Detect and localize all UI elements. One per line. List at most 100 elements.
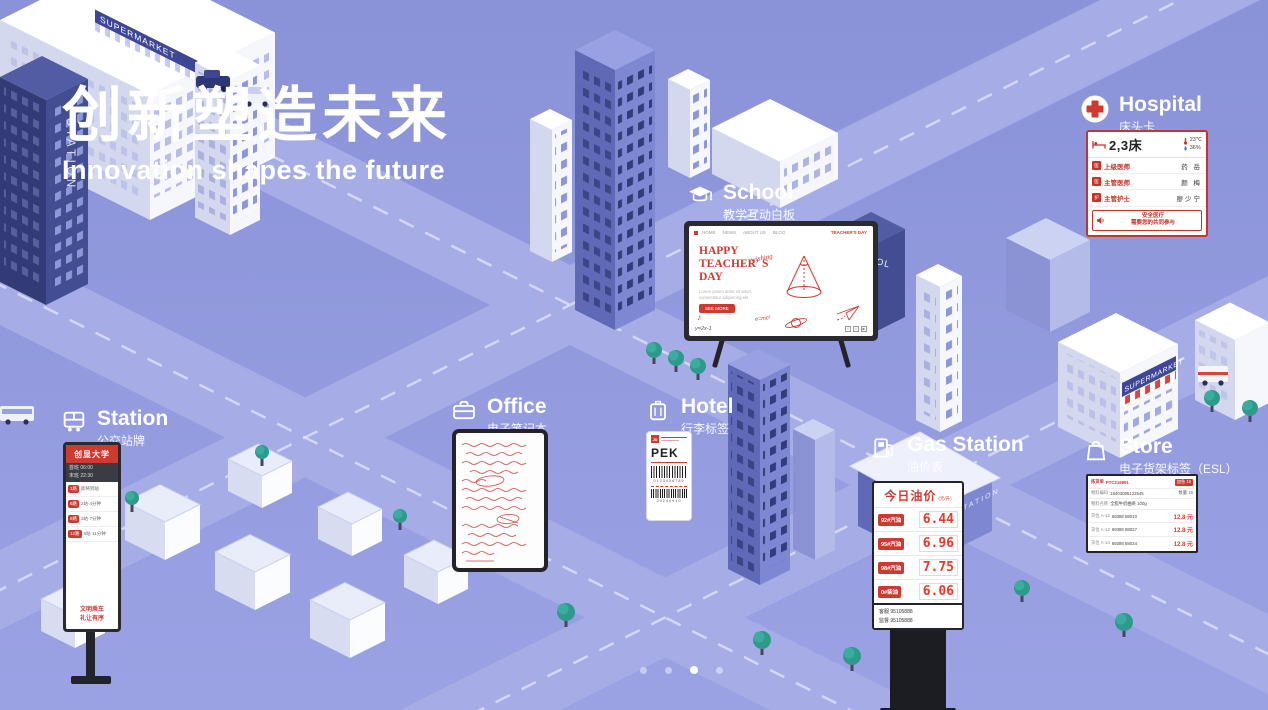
fuel-type-badge: 92#汽油 <box>878 513 905 526</box>
whiteboard-logo <box>694 231 698 235</box>
carousel-dot-4[interactable] <box>716 666 723 674</box>
bus-route-eta: 即将到站 <box>81 486 100 491</box>
esl-value: 16403085122545 <box>1110 490 1144 496</box>
formula-doodle: y=2x-1 <box>695 326 712 332</box>
gas-contact-line2: 监督 95105888 <box>879 617 913 624</box>
carousel-dot-3[interactable] <box>690 666 698 674</box>
esl-label: 货位 A-13 <box>1091 526 1110 532</box>
trees <box>125 342 1258 671</box>
nav-item: ABOUT US <box>743 230 766 235</box>
bus-first-time: 首班 06:00 <box>69 465 93 471</box>
fuel-price: 6.96 <box>918 535 958 552</box>
bus-stop-title: 创显大学 <box>66 445 118 463</box>
e-notebook-device <box>452 429 548 572</box>
social-icon: ▶ <box>861 326 867 332</box>
humidity-value: 36% <box>1189 144 1201 151</box>
esl-price: 12.8 元 <box>1173 541 1193 548</box>
tag-barcode-2 <box>651 489 687 499</box>
bed-icon <box>1092 140 1106 148</box>
callout-gas-sub: 油价表 <box>907 460 944 475</box>
e-notebook-screen <box>456 433 544 568</box>
staff-name: 药 岳 <box>1181 163 1202 171</box>
fuel-type-badge: 98#汽油 <box>878 561 905 574</box>
page-title: 创新塑造未来 <box>62 82 452 149</box>
nav-item: HOME <box>702 230 716 235</box>
title-line1: HAPPY <box>699 245 739 257</box>
thermometer-icon <box>1184 137 1188 145</box>
music-note-doodle: ♪ <box>697 312 702 322</box>
humidity-icon <box>1184 146 1187 151</box>
formula2-doodle: e=mc² <box>754 315 771 323</box>
bus-stop-footer: 文明乘车 礼让有序 <box>66 603 118 629</box>
bus-route-eta: 3站·7分钟 <box>81 516 102 521</box>
gas-board-header: 今日油价 (元/升) <box>874 483 962 507</box>
tag-header-lines <box>661 435 687 443</box>
bus-footer-line2: 礼让有序 <box>79 616 104 622</box>
bedcard-row: 医上级医师药 岳 <box>1088 158 1206 175</box>
callout-hospital-name: Hospital <box>1119 93 1202 116</box>
whiteboard-nav: HOME NEWS ABOUT US BLOG <box>702 230 785 235</box>
bedcard-row: 护主管护士廖少宁 <box>1088 190 1206 207</box>
esl-value: 69388 88010 <box>1111 513 1137 519</box>
esl-label: 货位 A-14 <box>1091 540 1110 546</box>
shopping-bag-icon <box>1082 436 1110 464</box>
staff-tag: 护 <box>1092 193 1101 203</box>
page-subtitle: Innovation shapes the future <box>62 155 446 185</box>
tag-number-2: 20240910 <box>656 499 682 504</box>
esl-value: PTC216891 <box>1105 479 1129 485</box>
temperature-value: 23℃ <box>1189 136 1202 143</box>
esl-price: 12.8 元 <box>1173 514 1193 521</box>
staff-role: 主管护士 <box>1104 195 1130 203</box>
esl-urgent-badge: 加急 15 <box>1174 478 1193 486</box>
bedcard-notice-text: 安全医疗 需要您的共同参与 <box>1108 213 1198 228</box>
callout-station-name: Station <box>97 407 169 430</box>
bus-route-badge: 12路 <box>68 530 82 538</box>
suitcase-icon <box>644 396 672 424</box>
staff-name: 颜 梅 <box>1181 179 1202 187</box>
esl-label: 物料编码 <box>1091 490 1109 496</box>
tag-divider <box>651 486 687 488</box>
bus-route-row: 1路即将到站 <box>66 482 118 497</box>
fuel-price: 7.75 <box>918 559 958 576</box>
tag-logo: JD <box>651 435 659 443</box>
gas-board-unit: (元/升) <box>938 496 952 501</box>
interactive-whiteboard-device: HOME NEWS ABOUT US BLOG TEACHER'S DAY HA… <box>684 221 878 341</box>
carousel-dots <box>640 666 723 674</box>
gas-board-base <box>880 708 956 710</box>
gas-price-row: 98#汽油 7.75 <box>874 555 962 579</box>
title-line2: TEACHER' S <box>699 257 769 270</box>
graduation-cap-icon <box>686 182 714 210</box>
notice-line2: 需要您的共同参与 <box>1130 220 1175 227</box>
esl-value: 全脂牛奶曲奇 100g <box>1110 500 1147 506</box>
fuel-pump-icon <box>870 434 898 462</box>
bus-route-badge: 6路 <box>68 500 80 508</box>
bedside-card-device: 2,3床 23℃ 36% 医上级医师药 岳 医主管医师颜 梅 护主管护士廖少宁 … <box>1086 130 1208 237</box>
carousel-dot-2[interactable] <box>665 666 672 674</box>
station-tower-sign: STATION <box>64 118 76 191</box>
hero: 创新塑造未来 Innovation shapes the future <box>62 84 452 186</box>
bus-sign-pole <box>86 632 95 678</box>
staff-role: 主管医师 <box>1104 179 1130 187</box>
bus-sign-base <box>71 676 111 684</box>
hospital-cross-icon <box>1080 94 1110 124</box>
buildings: SUPERMARKET STATION <box>0 0 1268 658</box>
nav-item: NEWS <box>722 230 737 235</box>
whiteboard-social-icons: f t ▶ <box>845 326 867 332</box>
nav-item: BLOG <box>772 230 786 235</box>
bus-route-eta: 2站·4分钟 <box>81 501 102 506</box>
handwriting-doodle <box>461 443 527 562</box>
carousel-dot-1[interactable] <box>640 666 647 674</box>
